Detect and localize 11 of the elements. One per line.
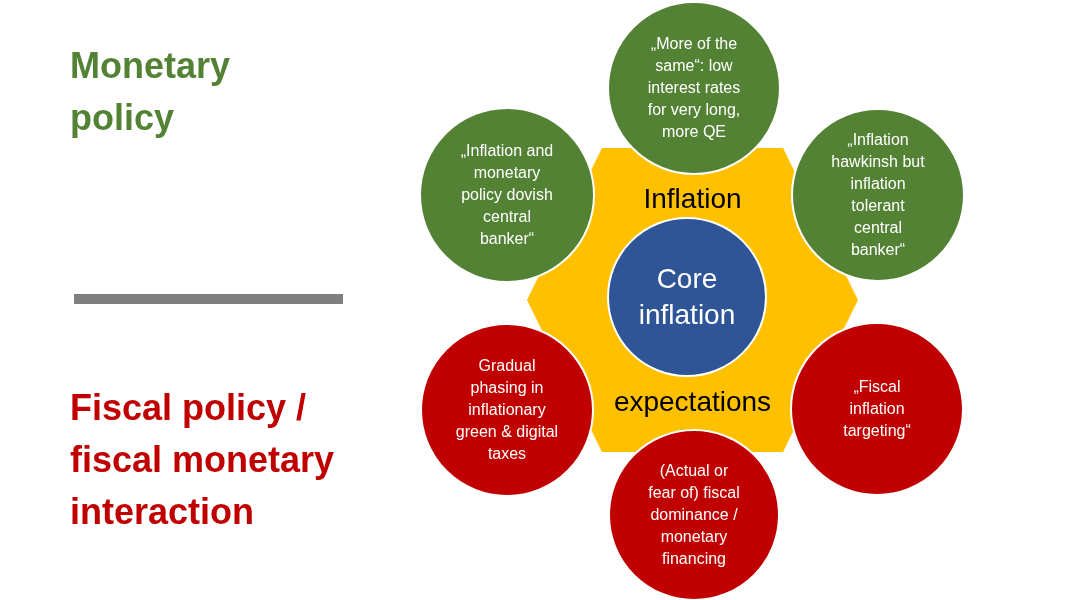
section-heading: Monetary policy (70, 45, 231, 138)
circle-text: „Fiscal inflation targeting“ (843, 378, 911, 439)
section-heading: Fiscal policy / fiscal monetary interaction (70, 387, 335, 532)
circle-text: Gradual phasing in inflationary green & digital taxes (455, 357, 559, 462)
circle-text: „More of the same“: low interest rates for very long, more QE (647, 35, 741, 140)
circle-text: (Actual or fear of) fiscal dominance / monetary financing (648, 462, 740, 567)
hexagon-label: Inflation (643, 182, 742, 216)
hexagon-label: expectations (613, 385, 772, 419)
circle-text: „Inflation and monetary policy dovish central banker“ (460, 142, 554, 247)
core-label: Core inflation (638, 263, 736, 330)
circle-text: „Inflation hawkinsh but inflation tolerant central banker“ (831, 131, 925, 258)
